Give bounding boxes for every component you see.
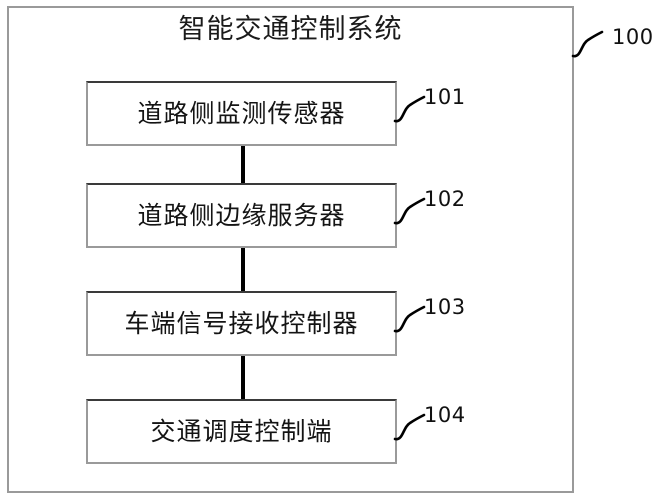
block-traffic-dispatch-control-terminal: 交通调度控制端 [86,399,397,464]
block-roadside-monitoring-sensor: 道路侧监测传感器 [86,81,397,146]
leader-line-icon-103 [393,305,426,333]
block-label: 道路侧监测传感器 [137,98,346,128]
leader-line-icon-104 [393,413,426,441]
reference-number-103: 103 [424,295,466,319]
reference-number-102: 102 [424,187,466,211]
reference-number-104: 104 [424,403,466,427]
leader-line-icon-100 [571,30,604,58]
leader-line-icon-102 [393,197,426,225]
leader-line-icon-101 [393,95,426,123]
system-title: 智能交通控制系统 [178,14,403,45]
block-label: 交通调度控制端 [150,416,333,446]
connector-102-to-103 [241,246,245,293]
reference-number-101: 101 [424,85,466,109]
block-label: 道路侧边缘服务器 [137,200,346,230]
reference-number-100: 100 [612,25,654,49]
block-label: 车端信号接收控制器 [124,308,359,338]
block-vehicle-signal-receiving-controller: 车端信号接收控制器 [86,291,397,356]
connector-103-to-104 [241,354,245,401]
block-roadside-edge-server: 道路侧边缘服务器 [86,183,397,248]
connector-101-to-102 [241,144,245,185]
